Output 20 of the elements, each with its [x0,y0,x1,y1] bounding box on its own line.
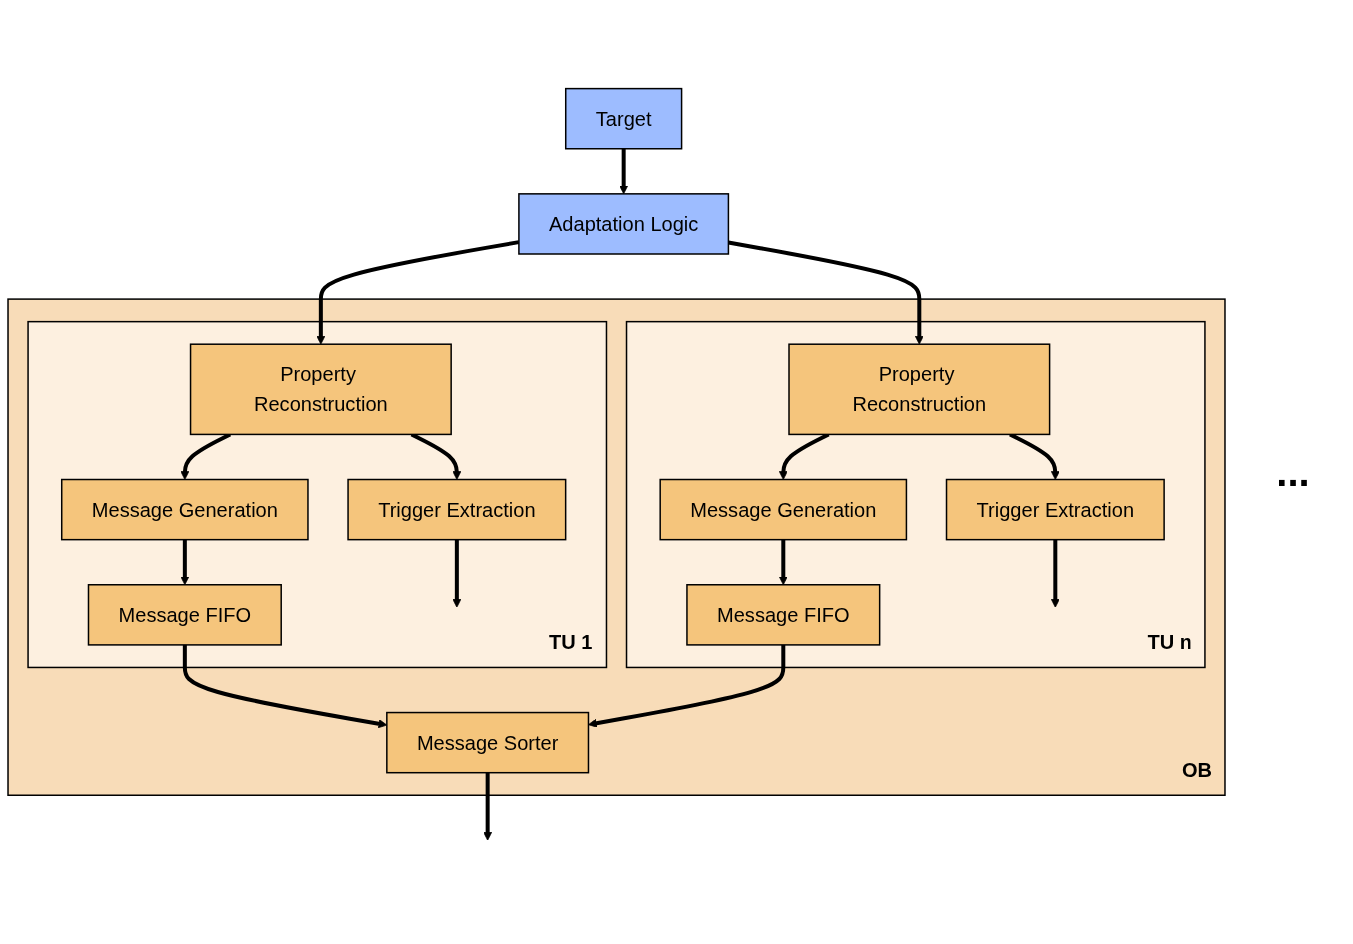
node-box: Message FIFO [686,584,881,646]
arrow [452,539,462,608]
arrow [1050,539,1060,608]
node-box: Adaptation Logic [518,193,730,255]
node-box: Trigger Extraction [945,478,1165,541]
node-box: Target [565,87,683,150]
arrow [619,148,629,195]
arrow [728,240,924,345]
arrow [588,644,786,728]
arrow [180,539,190,586]
node-box: Property Reconstruction [788,343,1051,436]
arrow [483,772,493,841]
node-box: Trigger Extraction [347,478,567,541]
node-box: Message Generation [60,478,309,541]
node-box: Message FIFO [87,584,282,646]
node-box: Message Generation [659,478,908,541]
ellipsis-label: ... [1275,449,1311,495]
arrow [778,539,788,586]
node-box: Message Sorter [386,711,590,774]
node-box: Property Reconstruction [189,343,452,436]
